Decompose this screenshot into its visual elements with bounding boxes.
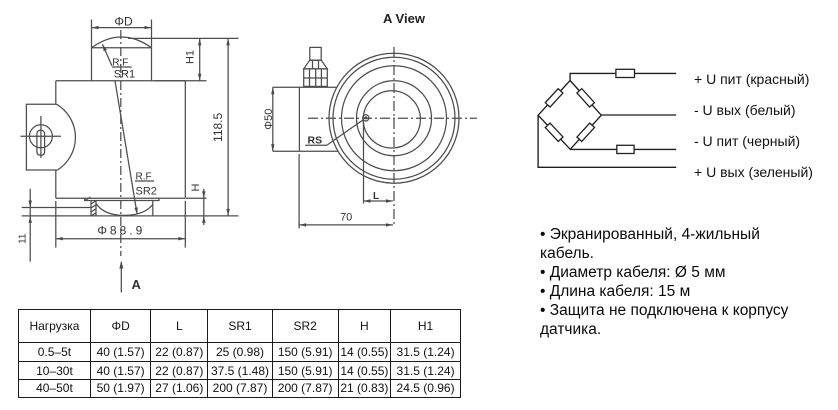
svg-text:ΦD: ΦD xyxy=(114,15,133,29)
svg-text:SR1: SR1 xyxy=(114,69,135,81)
svg-text:R.F: R.F xyxy=(112,58,128,69)
svg-text:H1: H1 xyxy=(185,50,197,64)
svg-text:Φ50: Φ50 xyxy=(263,109,275,130)
svg-text:A View: A View xyxy=(383,11,426,26)
svg-text:L: L xyxy=(373,191,379,202)
svg-text:70: 70 xyxy=(340,212,352,224)
svg-text:11: 11 xyxy=(18,233,29,244)
svg-text:R.F: R.F xyxy=(136,172,152,183)
svg-text:Φ88.9: Φ88.9 xyxy=(97,224,145,238)
svg-text:118.5: 118.5 xyxy=(211,113,225,142)
svg-text:SR2: SR2 xyxy=(136,186,157,198)
svg-text:A: A xyxy=(132,277,142,292)
svg-text:H: H xyxy=(190,183,202,191)
svg-text:RS: RS xyxy=(308,135,323,147)
